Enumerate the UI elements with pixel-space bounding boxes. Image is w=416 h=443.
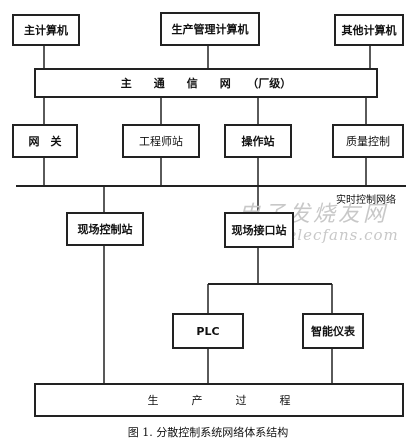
field-interface-station-node: 现场接口站 [224, 212, 294, 248]
main-network-node: 主 通 信 网 （厂级） [34, 68, 378, 98]
main-computer-node: 主计算机 [12, 14, 80, 46]
realtime-network-label: 实时控制网络 [336, 195, 396, 206]
field-control-station-label: 现场控制站 [77, 223, 133, 236]
quality-control-node: 质量控制 [332, 124, 404, 158]
production-mgmt-computer-label: 生产管理计算机 [171, 23, 249, 36]
main-computer-label: 主计算机 [24, 24, 68, 37]
field-interface-station-label: 现场接口站 [231, 224, 287, 237]
other-computer-label: 其他计算机 [341, 24, 397, 37]
quality-control-label: 质量控制 [346, 135, 390, 148]
plc-node: PLC [172, 313, 244, 349]
operator-station-label: 操作站 [241, 135, 275, 148]
gateway-node: 网 关 [12, 124, 78, 158]
production-mgmt-computer-node: 生产管理计算机 [160, 12, 260, 46]
smart-instrument-label: 智能仪表 [311, 325, 355, 338]
engineer-station-label: 工程师站 [139, 135, 183, 148]
other-computer-node: 其他计算机 [334, 14, 404, 46]
smart-instrument-node: 智能仪表 [302, 313, 364, 349]
production-process-label: 生 产 过 程 [147, 394, 291, 407]
figure-caption: 图 1. 分散控制系统网络体系结构 [127, 426, 289, 439]
operator-station-node: 操作站 [224, 124, 292, 158]
gateway-label: 网 关 [28, 135, 62, 148]
field-control-station-node: 现场控制站 [66, 212, 144, 246]
main-network-label: 主 通 信 网 （厂级） [120, 77, 292, 90]
engineer-station-node: 工程师站 [122, 124, 200, 158]
production-process-node: 生 产 过 程 [34, 383, 404, 417]
plc-label: PLC [196, 324, 220, 338]
